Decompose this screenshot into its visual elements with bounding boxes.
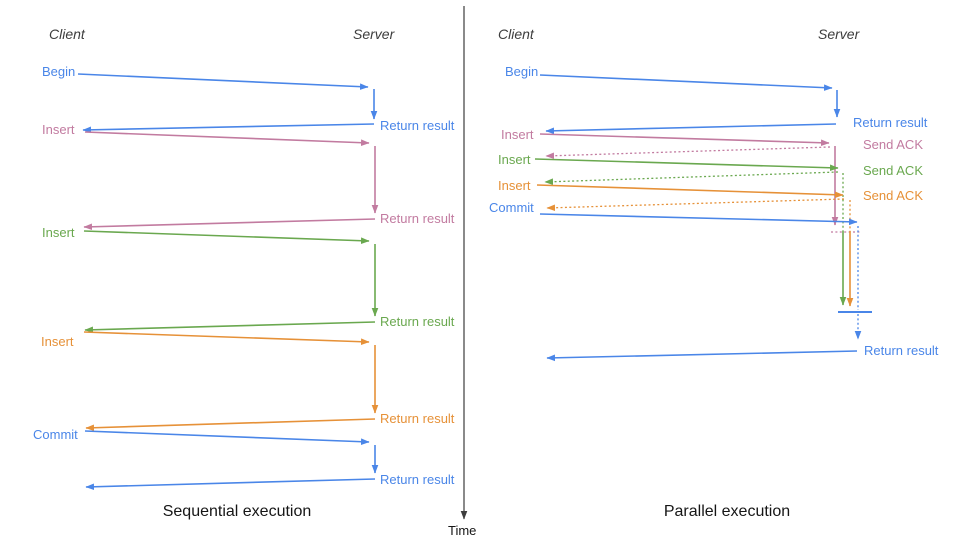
par-client-header: Client	[498, 26, 534, 42]
seq-server-header: Server	[353, 26, 395, 42]
par-return-1: Return result	[853, 115, 928, 130]
parallel-lines	[534, 74, 872, 362]
par-ack-3: Send ACK	[863, 188, 923, 203]
seq-caption: Sequential execution	[162, 503, 312, 520]
seq-return-3: Return result	[380, 314, 455, 329]
par-caption: Parallel execution	[663, 503, 791, 520]
par-insert-3-label: Insert	[498, 178, 531, 193]
time-axis-label: Time	[448, 523, 477, 538]
par-server-header: Server	[818, 26, 860, 42]
par-return-final: Return result	[864, 343, 939, 358]
par-commit-label: Commit	[489, 200, 534, 215]
seq-return-1: Return result	[380, 118, 455, 133]
seq-insert-2-label: Insert	[42, 225, 75, 240]
seq-return-2: Return result	[380, 211, 455, 226]
par-begin-label: Begin	[505, 64, 539, 79]
par-ack-2: Send ACK	[863, 163, 923, 178]
seq-insert-3-label: Insert	[41, 334, 74, 349]
seq-commit-label: Commit	[33, 427, 78, 442]
sequential-lines	[77, 73, 379, 491]
par-insert-1-label: Insert	[501, 127, 534, 142]
seq-return-4: Return result	[380, 411, 455, 426]
par-ack-1: Send ACK	[863, 137, 923, 152]
seq-client-header: Client	[49, 26, 85, 42]
seq-return-5: Return result	[380, 472, 455, 487]
seq-begin-label: Begin	[42, 64, 76, 79]
par-insert-2-label: Insert	[498, 152, 531, 167]
seq-insert-1-label: Insert	[42, 122, 75, 137]
